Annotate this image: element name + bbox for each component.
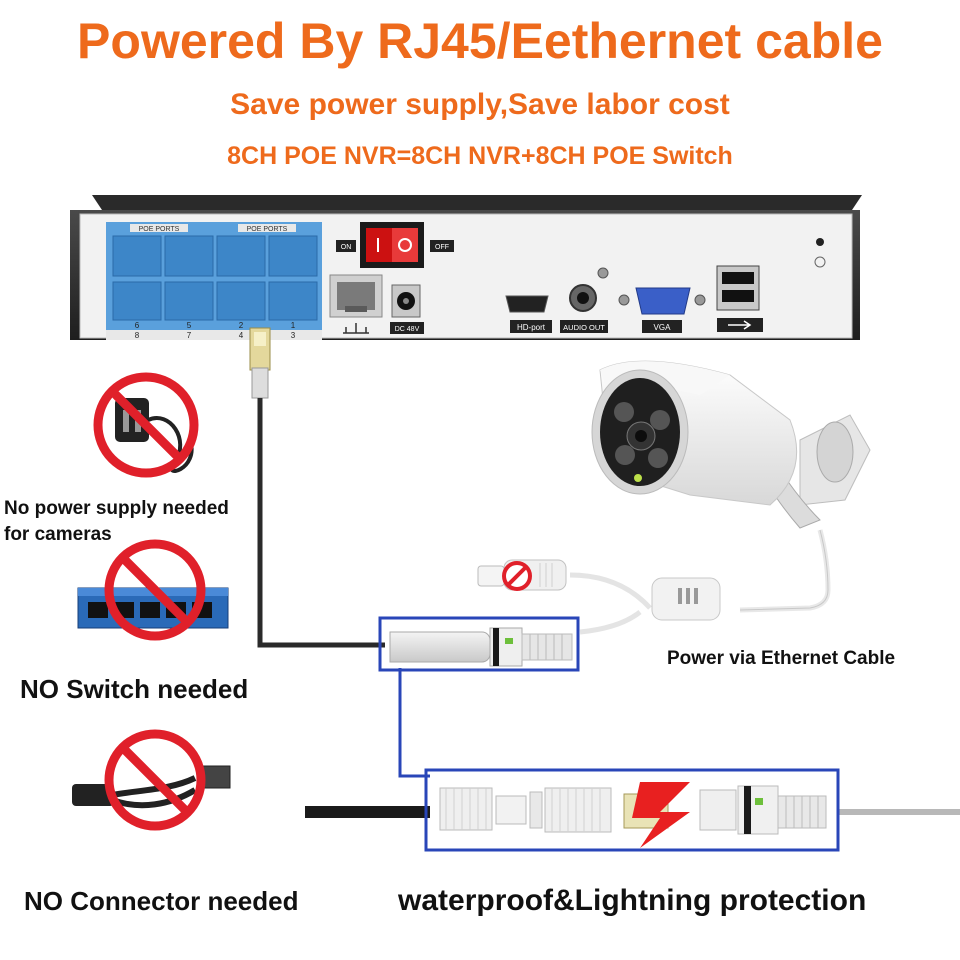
- switch-prohibited: [77, 539, 229, 641]
- port-number: 7: [187, 331, 192, 340]
- hdmi-label: HD-port: [517, 323, 546, 332]
- on-label: ON: [341, 244, 352, 251]
- port-number: 3: [291, 331, 296, 340]
- poe-port[interactable]: [216, 281, 266, 321]
- waterproof-label: waterproof&Lightning protection: [398, 884, 867, 917]
- port-number: 8: [135, 331, 140, 340]
- vga-port[interactable]: VGA: [618, 287, 706, 333]
- ethernet-cable: [257, 398, 385, 648]
- for-cameras-label: for cameras: [4, 524, 112, 545]
- dc-power-jack: DC 48V: [390, 284, 424, 334]
- lan-port[interactable]: [329, 274, 383, 334]
- vga-label: VGA: [654, 323, 672, 332]
- network-icon: [343, 323, 369, 334]
- port-number: 6: [135, 321, 140, 330]
- power-via-ethernet-label: Power via Ethernet Cable: [667, 648, 896, 669]
- dc-pigtail-cable: [569, 572, 652, 610]
- audio-label: AUDIO OUT: [563, 323, 605, 332]
- poe-splitter-prohibited: [72, 729, 231, 831]
- dc-label: DC 48V: [395, 326, 420, 333]
- poe-port[interactable]: [268, 235, 318, 277]
- lightning-icon: [632, 782, 690, 848]
- poe-port[interactable]: [216, 235, 266, 277]
- reset-button[interactable]: [816, 238, 824, 246]
- dc-plug-prohibited: [477, 559, 567, 591]
- prohibited-icon: [104, 729, 206, 831]
- no-connector-label: NO Connector needed: [24, 886, 299, 916]
- poe-ports-label-right: POE PORTS: [247, 226, 288, 233]
- poe-port[interactable]: [112, 235, 162, 277]
- poe-port[interactable]: [268, 281, 318, 321]
- highlight-connector: [398, 668, 430, 778]
- poe-port[interactable]: [164, 235, 214, 277]
- poe-port-block: POE PORTS POE PORTS 6 5 2 1 8 7 4 3: [106, 222, 322, 340]
- prohibited-icon: [93, 372, 199, 478]
- rj45-connector-highlight: [378, 616, 580, 672]
- power-switch[interactable]: ON OFF: [336, 222, 454, 268]
- power-adapter-prohibited: [93, 372, 199, 478]
- port-number: 1: [291, 321, 296, 330]
- usb-ports[interactable]: [716, 265, 763, 332]
- no-switch-label: NO Switch needed: [20, 674, 249, 704]
- hdmi-port[interactable]: HD-port: [505, 295, 552, 333]
- port-number: 5: [187, 321, 192, 330]
- page-subtitle: Save power supply,Save labor cost: [230, 88, 730, 121]
- nvr-device: POE PORTS POE PORTS 6 5 2 1 8 7 4 3: [70, 195, 862, 340]
- audio-out-port[interactable]: AUDIO OUT: [560, 267, 609, 333]
- poe-port[interactable]: [112, 281, 162, 321]
- no-power-supply-label: No power supply needed: [4, 498, 229, 519]
- port-number: 2: [239, 321, 244, 330]
- page-subtitle-2: 8CH POE NVR=8CH NVR+8CH POE Switch: [227, 142, 733, 170]
- camera-cable: [739, 529, 831, 613]
- cable-junction: [651, 577, 721, 621]
- page-title: Powered By RJ45/Eethernet cable: [77, 13, 883, 69]
- waterproof-connector-highlight: [424, 768, 840, 852]
- poe-port[interactable]: [164, 281, 214, 321]
- port-number: 4: [239, 331, 244, 340]
- ground-icon: [814, 256, 826, 268]
- rj45-plug: [249, 327, 271, 399]
- bullet-camera: [591, 360, 871, 529]
- usb-icon: [728, 320, 752, 330]
- prohibited-icon: [104, 539, 206, 641]
- off-label: OFF: [435, 244, 449, 251]
- lan-pigtail-cable: [579, 610, 642, 635]
- poe-ports-label-left: POE PORTS: [139, 226, 180, 233]
